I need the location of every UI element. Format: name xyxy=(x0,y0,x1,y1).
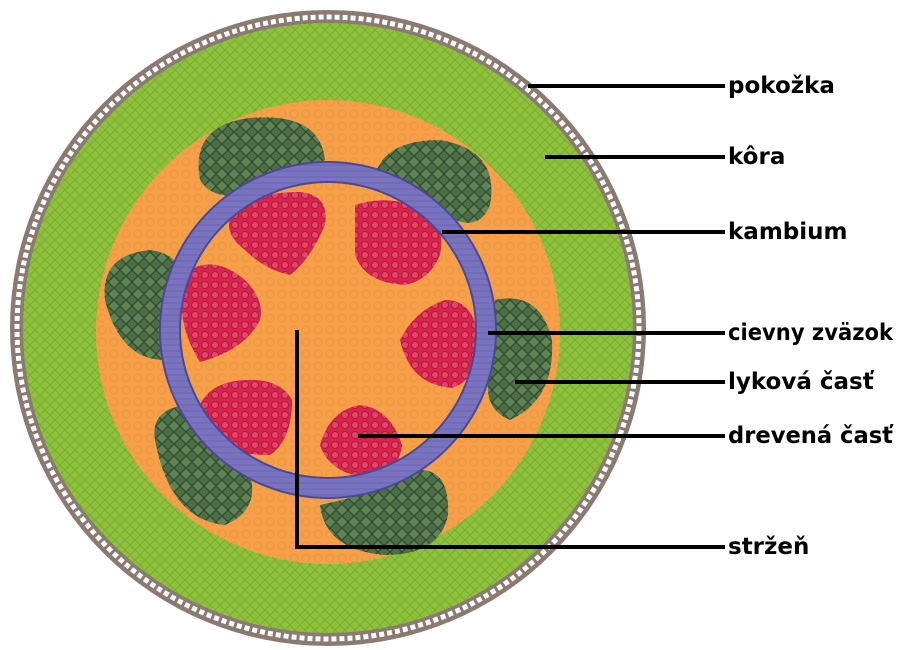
label-lykova-cast: lyková časť xyxy=(728,369,875,395)
label-pokozka: pokožka xyxy=(728,73,835,99)
label-strzen: stržeň xyxy=(728,534,809,560)
label-drevena-cast: drevená časť xyxy=(728,423,894,449)
label-kora: kôra xyxy=(728,144,785,170)
label-cievny-zvazok: cievny zväzok xyxy=(728,320,894,346)
label-kambium: kambium xyxy=(728,219,847,245)
